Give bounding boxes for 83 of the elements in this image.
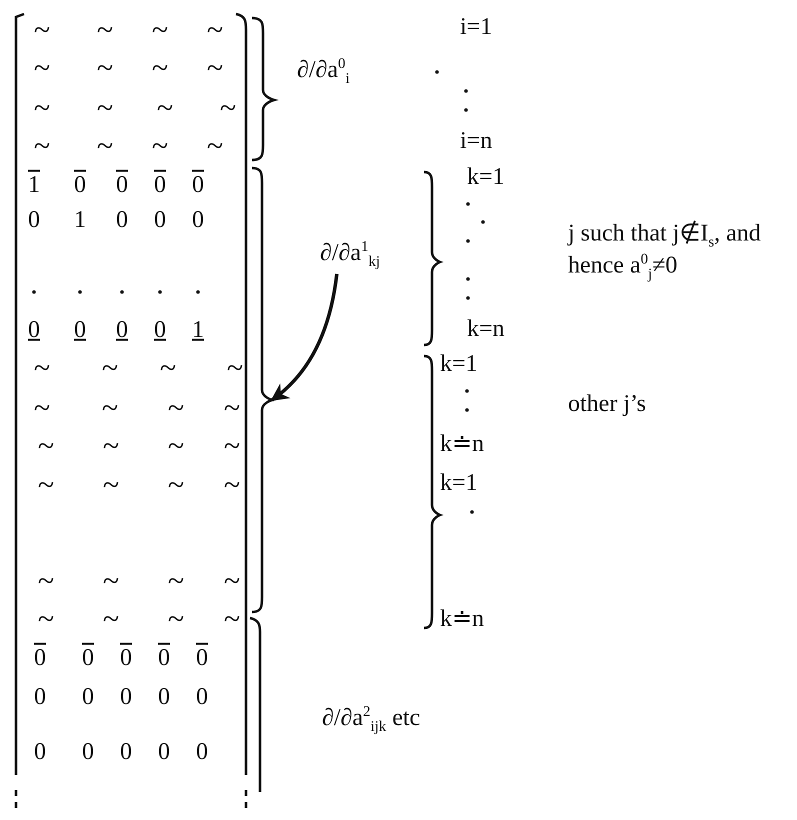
matrix-entry: 0: [82, 684, 94, 710]
condition-note: other j’s: [568, 391, 647, 419]
matrix-entry: 0: [192, 172, 204, 198]
matrix-entry: ~: [168, 430, 184, 462]
matrix-entry: ~: [102, 468, 120, 502]
matrix-entry: ~: [152, 14, 168, 46]
matrix-entry: 0: [74, 172, 86, 198]
matrix-entry: 0: [120, 738, 132, 766]
matrix-entry: ~: [224, 430, 240, 462]
matrix-entry: ~: [96, 92, 114, 124]
condition-note: j such that j∉I$_{s}$, and hence a$^{0}$$_{j}$≠0: [568, 220, 762, 284]
matrix-entry: 0: [116, 172, 128, 198]
matrix-entry: ~: [224, 468, 240, 502]
index-label: k=1: [440, 470, 478, 498]
matrix-entry: 0: [192, 206, 204, 234]
index-label: i=1: [460, 14, 492, 42]
matrix-entry: ~: [34, 392, 50, 424]
matrix-entry: 0: [116, 316, 128, 344]
matrix-entry: 0: [116, 206, 128, 234]
matrix-entry: ~: [206, 130, 224, 162]
matrix-entry: ~: [152, 52, 168, 84]
index-label: k≐n: [440, 606, 484, 634]
matrix-entry: 0: [120, 684, 132, 710]
matrix-entry: ~: [226, 352, 244, 384]
index-label: k≐n: [440, 431, 484, 459]
matrix-entry: 0: [82, 644, 94, 672]
matrix-entry: ~: [34, 352, 50, 384]
matrix-entry: ~: [152, 130, 168, 162]
matrix-entry: ~: [96, 14, 114, 46]
matrix-entry: ~: [102, 564, 120, 598]
index-label: k=n: [467, 316, 505, 344]
matrix-entry: ~: [38, 468, 54, 502]
matrix-entry: 0: [34, 738, 46, 766]
matrix-entry: ~: [168, 564, 184, 598]
matrix-entry: ~: [102, 392, 118, 424]
matrix-entry: ~: [96, 52, 114, 84]
matrix-entry: ~: [224, 564, 240, 598]
matrix-entry: ~: [224, 602, 240, 636]
matrix-entry: 0: [196, 738, 208, 766]
matrix-entry: ~: [156, 92, 174, 124]
matrix-entry: 0: [158, 644, 170, 672]
matrix-entry: ~: [96, 130, 114, 162]
matrix-entry: 0: [196, 644, 208, 672]
matrix-entry: 1: [74, 206, 86, 234]
matrix-entry: ~: [168, 602, 184, 636]
matrix-entry: 0: [82, 738, 94, 766]
index-label: k=1: [440, 351, 478, 379]
matrix-entry: 0: [196, 684, 208, 710]
matrix-entry: ~: [224, 392, 240, 424]
matrix-entry: ~: [34, 52, 50, 84]
matrix-entry: ~: [34, 14, 50, 46]
matrix-entry: 0: [34, 684, 46, 710]
matrix-entry: 0: [74, 316, 86, 344]
matrix-entry: 0: [158, 684, 170, 710]
matrix-entry: ~: [206, 14, 224, 46]
matrix-entry: 0: [154, 206, 166, 234]
matrix-entry: 1: [192, 316, 204, 344]
matrix-entry: 0: [28, 206, 40, 234]
matrix-entry: 0: [34, 644, 46, 672]
matrix-entry: ~: [34, 130, 50, 162]
matrix-entry: ~: [102, 352, 118, 384]
matrix-entry: ~: [168, 468, 184, 502]
matrix-entry: ~: [160, 352, 176, 384]
curly-brace: [252, 166, 274, 614]
matrix-entry: 0: [158, 738, 170, 766]
matrix-entry: ~: [102, 602, 120, 636]
arrow: [270, 274, 339, 402]
matrix-entry: ~: [206, 52, 224, 84]
matrix-entry: ~: [38, 430, 54, 462]
matrix-entry: 1: [28, 172, 40, 198]
matrix-entry: 0: [154, 172, 166, 198]
matrix-entry: ~: [168, 392, 184, 424]
matrix-entry: 0: [28, 316, 40, 344]
matrix-entry: ~: [102, 430, 120, 462]
derivative-label: ∂/∂a$^{2}$$_{ijk}$ etc: [322, 704, 420, 736]
matrix-entry: ~: [220, 92, 236, 124]
matrix-entry: 0: [154, 316, 166, 344]
index-label: i=n: [460, 128, 492, 156]
index-label: k=1: [467, 164, 505, 192]
matrix-entry: ~: [34, 92, 50, 124]
matrix-entry: ~: [38, 564, 54, 598]
matrix-entry: ~: [38, 602, 54, 636]
matrix-entry: 0: [120, 644, 132, 672]
